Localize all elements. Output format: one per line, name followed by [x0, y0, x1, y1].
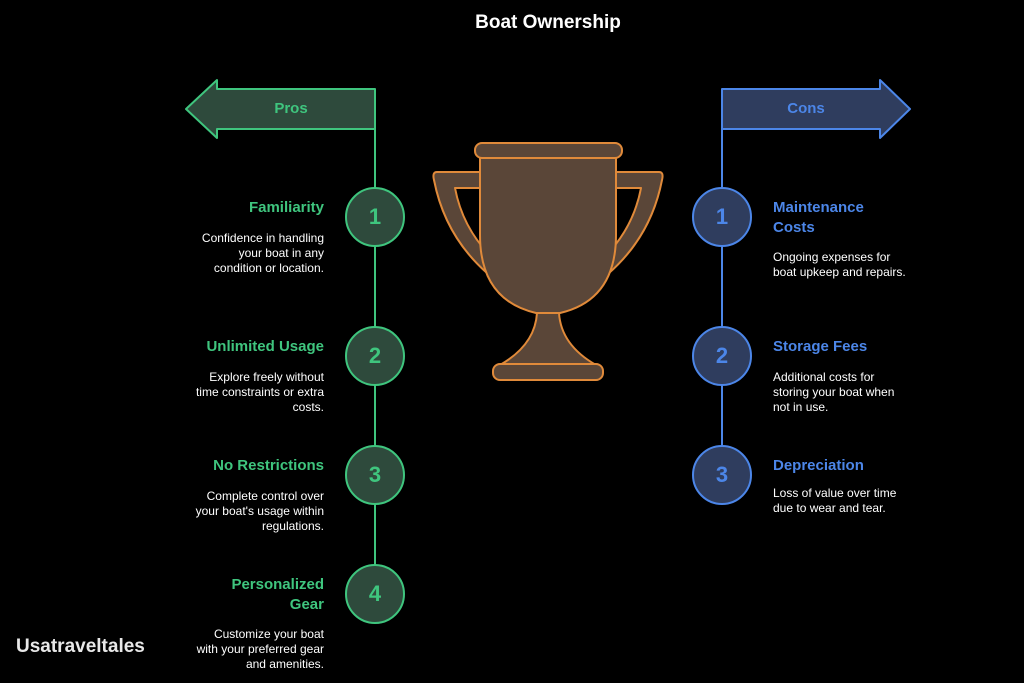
pros-node-number: 4: [368, 581, 382, 606]
trophy-icon: [432, 142, 664, 381]
cons-header: Cons: [787, 100, 825, 117]
pros-item-title: Personalized Gear: [231, 576, 324, 613]
cons-node-3: [692, 445, 752, 505]
cons-arrow: [721, 79, 911, 139]
cons-node-number: 2: [715, 343, 729, 368]
cons-item-title: Storage Fees: [773, 338, 868, 355]
pros-node-number: 1: [368, 204, 382, 229]
cons-node-2: [692, 326, 752, 386]
pros-node-4: [345, 564, 405, 624]
pros-item-title: Unlimited Usage: [206, 338, 324, 355]
pros-item-title: No Restrictions: [213, 457, 324, 474]
pros-item-description: Explore freely without time constraints …: [195, 370, 324, 414]
pros-node-number: 3: [368, 462, 382, 487]
cons-node-1: [692, 187, 752, 247]
cons-item-title: Depreciation: [773, 457, 864, 474]
watermark-logo: Usatraveltales: [16, 636, 145, 657]
pros-item-title: Familiarity: [248, 199, 324, 216]
pros-header: Pros: [274, 100, 308, 117]
pros-item-description: Complete control over your boat's usage …: [195, 489, 324, 533]
pros-item-description: Customize your boat with your preferred …: [196, 627, 324, 671]
pros-node-2: [345, 326, 405, 386]
pros-arrow: [185, 79, 376, 139]
pros-node-number: 2: [368, 343, 382, 368]
pros-item-description: Confidence in handling your boat in any …: [201, 231, 324, 275]
cons-node-number: 3: [715, 462, 729, 487]
diagram-title: Boat Ownership: [475, 12, 621, 33]
cons-item-description: Ongoing expenses for boat upkeep and rep…: [773, 250, 906, 279]
cons-item-description: Additional costs for storing your boat w…: [773, 370, 895, 414]
cons-node-number: 1: [715, 204, 729, 229]
cons-item-description: Loss of value over time due to wear and …: [773, 486, 897, 515]
pros-node-1: [345, 187, 405, 247]
cons-item-title: Maintenance Costs: [773, 199, 864, 236]
pros-node-3: [345, 445, 405, 505]
